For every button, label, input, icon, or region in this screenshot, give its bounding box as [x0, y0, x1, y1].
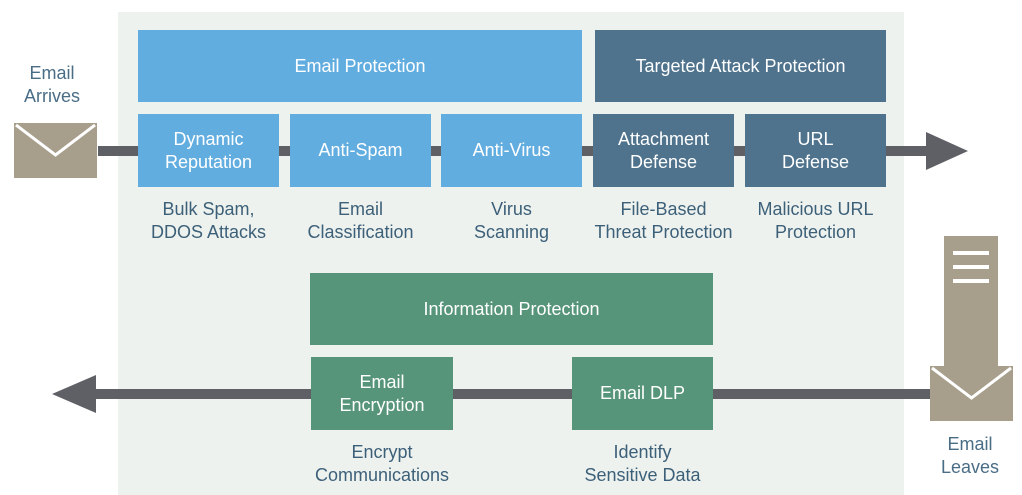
attachment-defense-caption: File-Based Threat Protection — [594, 199, 733, 242]
email-protection-header: Email Protection — [138, 30, 582, 102]
targeted-attack-protection-header: Targeted Attack Protection — [595, 30, 886, 102]
email-arrives-label: Email Arrives — [23, 63, 80, 106]
email-encryption-box: Email Encryption — [311, 357, 453, 430]
email-leaves-label: Email Leaves — [940, 434, 1000, 477]
dynamic-reputation-caption: Bulk Spam, DDOS Attacks — [150, 199, 267, 242]
email-dlp-caption: Identify Sensitive Data — [584, 442, 701, 485]
information-protection-header: Information Protection — [310, 273, 713, 345]
url-defense-caption: Malicious URL Protection — [757, 199, 874, 242]
url-defense-box: URL Defense — [745, 114, 886, 187]
anti-virus-caption: Virus Scanning — [473, 199, 550, 242]
anti-spam-caption: Email Classification — [307, 199, 414, 242]
attachment-defense-box: Attachment Defense — [593, 114, 734, 187]
dynamic-reputation-box: Dynamic Reputation — [138, 114, 279, 187]
anti-spam-box: Anti-Spam — [290, 114, 431, 187]
email-encryption-caption: Encrypt Communications — [314, 442, 450, 485]
email-dlp-box: Email DLP — [572, 357, 713, 430]
anti-virus-box: Anti-Virus — [441, 114, 582, 187]
outbound-arrow-icon — [52, 375, 930, 413]
